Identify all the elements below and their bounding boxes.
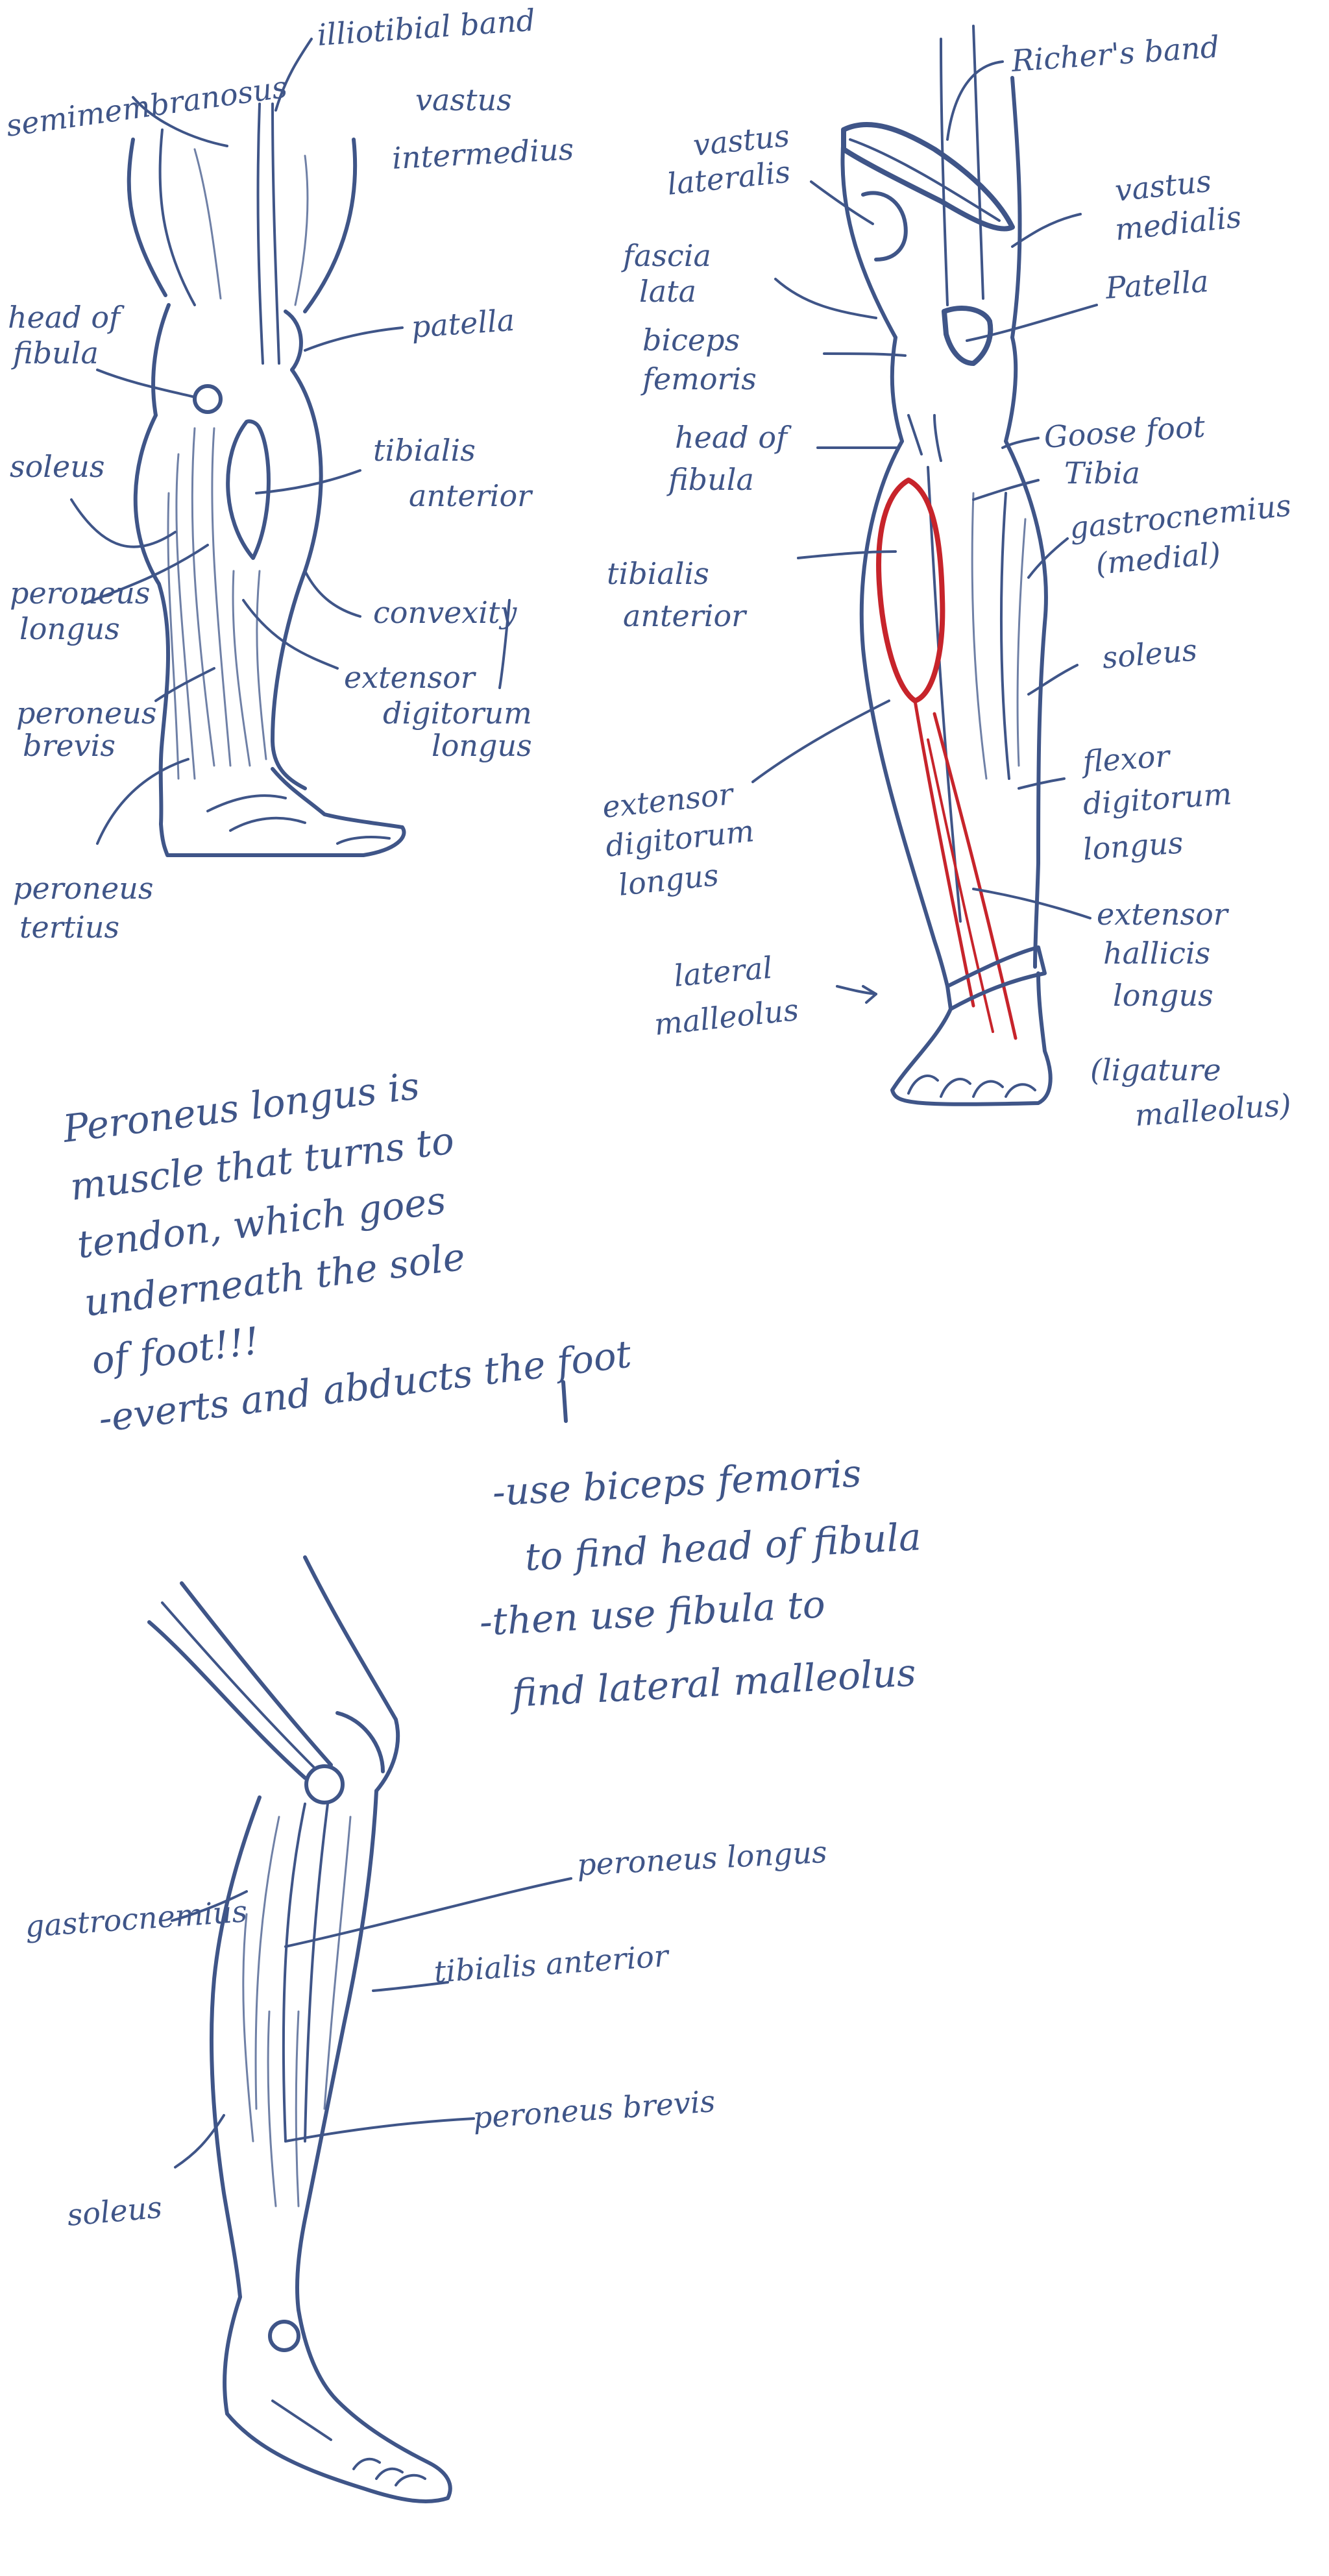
label-extensor-digitorum-side-line3: longus [617,857,721,903]
peroneus-note: Peroneus longus is muscle that turns to … [60,1042,634,1441]
label-tibia: Tibia [1064,456,1140,491]
label-peroneus-brevis-line2: brevis [23,728,116,763]
bottom-view-leg-drawing [149,1557,450,2501]
landmark-note: -use biceps femoris to find head of fibu… [478,1451,922,1716]
landmark-line-1: -use biceps femoris [491,1451,862,1514]
label-peroneus-tertius-line1: peroneus [13,871,153,906]
label-flexor-digitorum-line3: longus [1082,825,1184,867]
label-fascia-lata-line2: lata [639,274,696,309]
label-richers-band: Richer's band [1010,29,1221,79]
label-vastus-medialis-line1: vastus [1114,164,1213,208]
landmark-line-4: find lateral malleolus [508,1650,917,1716]
label-tibialis-line1: tibialis [373,433,476,468]
label-tibialis-anterior-side-line1: tibialis [607,556,709,591]
label-digitorum-line2: digitorum [383,696,532,731]
label-vastus: vastus [415,82,512,117]
front-view-leg-drawing [129,104,404,855]
pen-mark [563,1382,566,1421]
label-soleus: soleus [10,449,104,484]
label-peroneus-tertius-line2: tertius [19,910,119,945]
label-flexor-digitorum-line2: digitorum [1082,776,1233,821]
label-iliotibial-band: illiotibial band [316,3,537,53]
front-view-labels: semimembranosus illiotibial band vastus … [4,3,574,945]
label-peroneus-brevis-line1: peroneus [16,696,156,731]
label-peroneus-longus-bottom: peroneus longus [576,1834,828,1882]
label-biceps-femoris-line2: femoris [640,361,757,396]
note-line-5: of foot!!! [89,1318,262,1383]
label-anterior-line2: anterior [409,478,533,513]
landmark-line-2: to find head of fibula [524,1514,922,1579]
label-intermedius: intermedius [391,131,575,176]
label-head-of-fibula-line1: head of [8,300,125,335]
label-gastrocnemius-line1: gastrocnemius [1068,487,1293,546]
label-patella-side: Patella [1104,263,1210,306]
label-peroneus-longus-line1: peroneus [10,576,150,611]
label-ligature-line2: malleolus) [1134,1087,1292,1133]
label-extensor-line1: extensor [344,660,477,695]
label-tibialis-anterior-bottom: tibialis anterior [433,1938,671,1989]
label-flexor-digitorum-line1: flexor [1080,738,1173,780]
label-semimembranosus: semimembranosus [4,69,289,143]
label-lateral-malleolus-line2: malleolus [653,992,801,1042]
label-gastrocnemius-line2: (medial) [1094,535,1222,581]
label-longus-line3: longus [432,728,532,763]
label-lateral-malleolus-line1: lateral [672,950,774,993]
label-head-of-fibula-side-line1: head of [675,420,792,455]
label-fascia-lata-line1: fascia [621,238,711,273]
label-peroneus-longus-line2: longus [19,611,120,646]
label-extensor-hallucis-line3: longus [1113,978,1213,1013]
label-head-of-fibula-side-line2: fibula [666,462,754,497]
label-convexity: convexity [373,595,517,630]
label-soleus-side: soleus [1101,632,1199,675]
side-view-leg-drawing [842,26,1050,1104]
side-view-leader-lines [753,62,1097,1002]
side-view-labels: Richer's band vastus lateralis vastus me… [601,29,1293,1133]
label-goose-foot: Goose foot [1043,409,1206,455]
label-tibialis-anterior-side-line2: anterior [623,598,748,633]
label-ligature-line1: (ligature [1090,1052,1221,1088]
label-gastrocnemius-bottom: gastrocnemius [24,1893,249,1944]
bottom-view-labels: peroneus longus gastrocnemius tibialis a… [24,1834,828,2233]
label-peroneus-brevis-bottom: peroneus brevis [472,2084,716,2135]
label-head-of-fibula-line2: fibula [11,335,99,371]
label-extensor-hallucis-line2: hallicis [1103,936,1210,971]
label-biceps-femoris-line1: biceps [642,322,740,358]
label-patella: patella [410,302,516,345]
label-soleus-bottom: soleus [66,2189,164,2233]
landmark-line-3: -then use fibula to [478,1582,826,1644]
label-vastus-lateralis-line2: lateralis [666,154,792,202]
label-extensor-hallucis-line1: extensor [1097,897,1230,932]
